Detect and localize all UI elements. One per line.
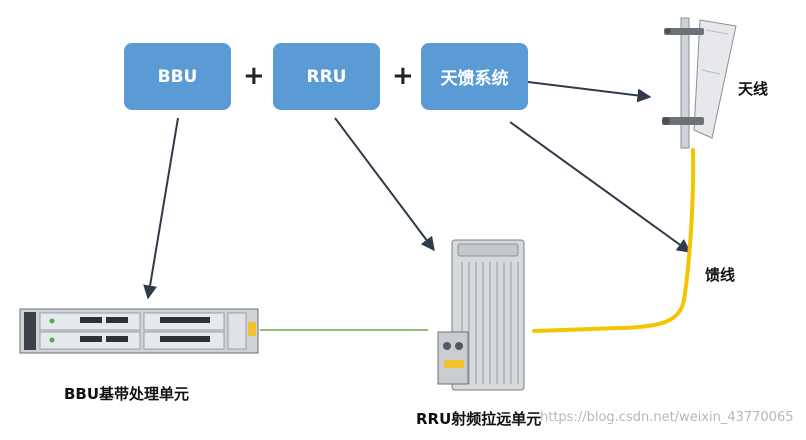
- bbu-unit-label: BBU基带处理单元: [64, 385, 190, 403]
- antenna-icon: [662, 17, 737, 149]
- rru-box: RRU: [273, 43, 380, 110]
- antenna-label: 天线: [738, 80, 769, 98]
- watermark: https://blog.csdn.net/weixin_43770065: [540, 410, 794, 425]
- arrow-bbu-to-unit: [143, 117, 179, 300]
- arrow-feeder-system-to-antenna: [527, 81, 652, 103]
- feeder-label: 馈线: [705, 266, 736, 284]
- arrow-feeder-system-to-cable: [509, 121, 692, 253]
- feeder-cable: [532, 148, 696, 333]
- plus-sign-2: +: [392, 61, 414, 91]
- arrow-rru-to-unit: [334, 117, 435, 252]
- bbu-chassis-icon: [19, 308, 259, 354]
- bbu-box: BBU: [124, 43, 231, 110]
- rru-unit-label: RRU射频拉远单元: [416, 410, 542, 428]
- antenna-feeder-system-box: 天馈系统: [421, 43, 528, 110]
- plus-sign-1: +: [243, 61, 265, 91]
- rru-unit-icon: [437, 239, 525, 391]
